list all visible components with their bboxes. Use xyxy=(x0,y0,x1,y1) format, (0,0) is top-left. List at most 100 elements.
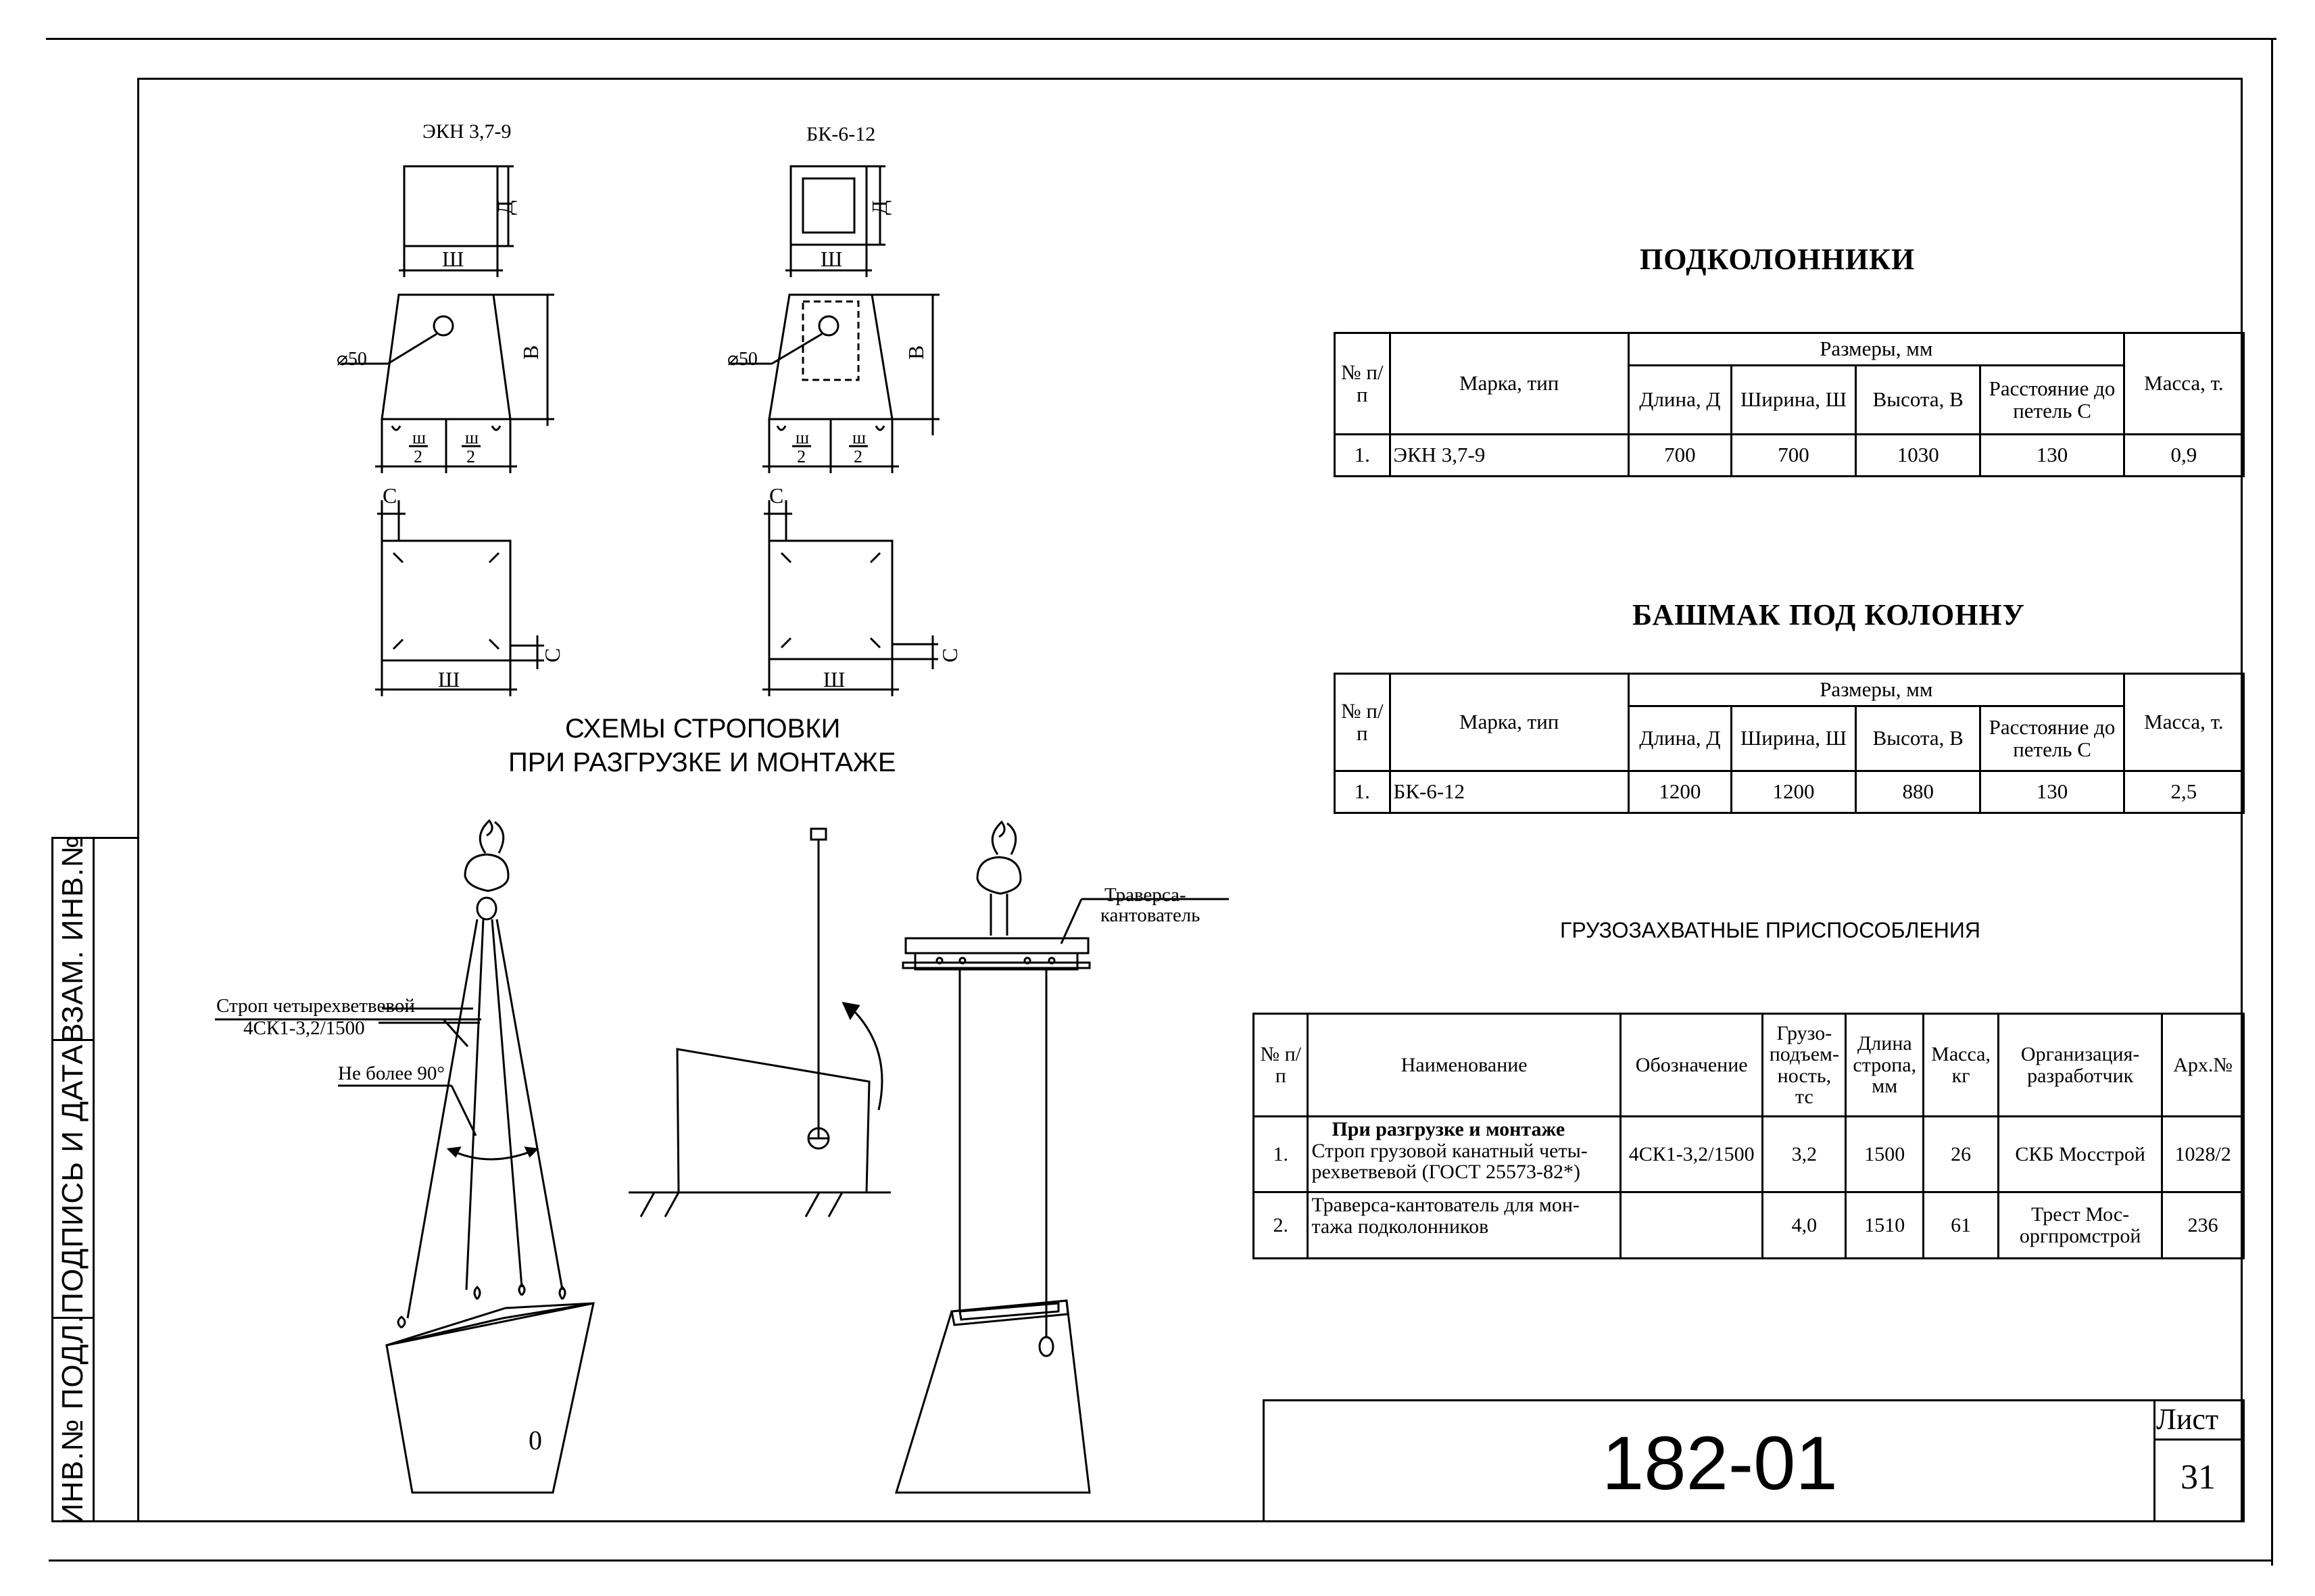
bk-dim-c-side: С xyxy=(937,648,962,662)
bk-half-num-left: ш xyxy=(796,428,809,448)
dev-header-num: № п/п xyxy=(1252,1013,1309,1117)
document-code: 182-01 xyxy=(1602,1421,1838,1505)
dev-row1-designation: 4СК1-3,2/1500 xyxy=(1619,1115,1764,1193)
bash-cell-len: 1200 xyxy=(1627,770,1732,814)
dev-row2-org: Трест Мос-оргпромстрой xyxy=(1997,1191,2164,1259)
bk-half-num-right: ш xyxy=(852,428,866,448)
top-border-line xyxy=(46,38,2276,40)
dev-row1-capacity: 3,2 xyxy=(1761,1115,1847,1193)
dev-row1-org: СКБ Мосстрой xyxy=(1997,1115,2164,1193)
ekn-dim-v: В xyxy=(518,345,543,360)
ekn-top-view xyxy=(403,165,499,247)
bash-header-mass: Масса, т. xyxy=(2122,673,2245,772)
bashmak-table: № п/п Марка, тип Размеры, мм Масса, т. Д… xyxy=(1334,673,2245,814)
ekn-half-den-left: 2 xyxy=(414,447,422,466)
devices-table: № п/п Наименование Обозначение Грузо-под… xyxy=(1252,1013,2245,1259)
sling-label-line2: 4СК1-3,2/1500 xyxy=(243,1017,365,1039)
table-row: 2. Траверса-кантователь для мон-тажа под… xyxy=(1252,1191,2245,1259)
bash-header-wid: Ширина, Ш xyxy=(1730,705,1857,772)
bk-dim-d: Д xyxy=(867,200,892,215)
ekn-dim-d: Д xyxy=(493,200,517,215)
bk-dim-sh-bottom: Ш xyxy=(823,667,845,692)
scheme-caption-line2: ПРИ РАЗГРУЗКЕ И МОНТАЖЕ xyxy=(508,748,896,777)
bottom-border-line xyxy=(49,1559,2272,1562)
ekn-half-den-right: 2 xyxy=(466,447,475,466)
dev-header-name: Наименование xyxy=(1307,1013,1622,1117)
dev-row1-arch: 1028/2 xyxy=(2161,1115,2245,1193)
bk-dim-sh-top: Ш xyxy=(821,247,842,271)
dev-header-length: Длина стропа, мм xyxy=(1845,1013,1925,1117)
title-block-divider xyxy=(2153,1399,2155,1522)
bk-side-view xyxy=(768,293,894,420)
bk-dim-v: В xyxy=(904,345,928,360)
table-row: 1. ЭКН 3,7-9 700 700 1030 130 0,9 xyxy=(1334,433,2245,477)
podk-cell-len: 700 xyxy=(1627,433,1732,477)
ekn-dim-c-top: С xyxy=(383,483,397,508)
bash-cell-mark: БК-6-12 xyxy=(1388,770,1630,814)
podkolonniki-table: № п/п Марка, тип Размеры, мм Масса, т. Д… xyxy=(1334,332,2245,477)
dev-section-title: При разгрузке и монтаже xyxy=(1332,1118,1565,1140)
dev-row2-length: 1510 xyxy=(1845,1191,1925,1259)
bash-header-mark: Марка, тип xyxy=(1388,673,1630,772)
podk-cell-hei: 1030 xyxy=(1855,433,1982,477)
ekn-dim-sh-top: Ш xyxy=(442,247,464,271)
table-row: 1. При разгрузке и монтаже Строп грузово… xyxy=(1252,1115,2245,1193)
dev-header-arch: Арх.№ xyxy=(2161,1013,2245,1117)
bash-cell-hei: 880 xyxy=(1855,770,1982,814)
ekn-dim-sh-bottom: Ш xyxy=(438,667,460,692)
podk-header-mark: Марка, тип xyxy=(1388,332,1630,435)
angle-label: Не более 90° xyxy=(338,1063,445,1084)
traverse-label-line2: кантователь xyxy=(1100,904,1200,926)
sheet-number: 31 xyxy=(2180,1458,2216,1497)
podkolonniki-title: ПОДКОЛОННИКИ xyxy=(1640,243,1916,276)
podk-header-wid: Ширина, Ш xyxy=(1730,364,1857,435)
podk-header-hei: Высота, В xyxy=(1855,364,1982,435)
sheet-label: Лист xyxy=(2156,1403,2219,1436)
dev-row1-name-cell: При разгрузке и монтаже Строп грузовой к… xyxy=(1307,1115,1622,1193)
ekn-plan-view xyxy=(381,539,512,662)
bk-dim-c-top: С xyxy=(769,483,783,508)
podk-cell-mass: 0,9 xyxy=(2122,433,2245,477)
bk-title: БК-6-12 xyxy=(806,123,875,145)
dev-row2-arch: 236 xyxy=(2161,1191,2245,1259)
bash-header-hei: Высота, В xyxy=(1855,705,1982,772)
four-leg-sling-scheme xyxy=(379,819,595,1494)
scheme-caption-line1: СХЕМЫ СТРОПОВКИ xyxy=(565,714,841,744)
podk-cell-wid: 700 xyxy=(1730,433,1857,477)
dev-row2-name: Траверса-кантователь для мон-тажа подкол… xyxy=(1307,1191,1622,1259)
bk-half-den-right: 2 xyxy=(854,447,862,466)
ekn-title: ЭКН 3,7-9 xyxy=(422,120,511,143)
ekn-half-num-left: ш xyxy=(412,428,426,448)
bash-header-len: Длина, Д xyxy=(1627,705,1732,772)
bash-header-sizes: Размеры, мм xyxy=(1627,673,2125,707)
traverse-label-line1: Траверса- xyxy=(1104,884,1186,906)
dev-header-capacity: Грузо-подъем-ность, тс xyxy=(1761,1013,1847,1117)
ekn-dim-c-side: С xyxy=(540,648,564,662)
devices-title: ГРУЗОЗАХВАТНЫЕ ПРИСПОСОБЛЕНИЯ xyxy=(1560,918,1981,942)
bash-cell-mass: 2,5 xyxy=(2122,770,2245,814)
title-block xyxy=(1263,1399,2245,1522)
traverse-scheme xyxy=(894,820,1229,1494)
podk-header-num: № п/п xyxy=(1334,332,1391,435)
podk-cell-num: 1. xyxy=(1334,433,1391,477)
bash-cell-num: 1. xyxy=(1334,770,1391,814)
block-mark: 0 xyxy=(529,1425,542,1455)
bash-header-dist: Расстояние до петель С xyxy=(1979,705,2125,772)
podk-header-len: Длина, Д xyxy=(1627,364,1732,435)
dev-row1-name: Строп грузовой канатный четы-рехветвевой… xyxy=(1311,1139,1588,1183)
bash-cell-dist: 130 xyxy=(1979,770,2125,814)
sling-label-line1: Строп четырехветвевой xyxy=(216,995,415,1017)
bk-diameter: ⌀50 xyxy=(727,349,758,370)
tilting-scheme xyxy=(629,827,891,1217)
dev-row2-designation xyxy=(1619,1191,1764,1259)
bashmak-title: БАШМАК ПОД КОЛОННУ xyxy=(1632,598,2025,631)
sidebar-spacer-column xyxy=(93,837,139,1522)
dev-header-mass: Масса, кг xyxy=(1922,1013,2000,1117)
podk-cell-mark: ЭКН 3,7-9 xyxy=(1388,433,1630,477)
table-row: 1. БК-6-12 1200 1200 880 130 2,5 xyxy=(1334,770,2245,814)
ekn-diameter: ⌀50 xyxy=(337,349,367,370)
dev-row1-num: 1. xyxy=(1252,1115,1309,1193)
podk-header-dist: Расстояние до петель С xyxy=(1979,364,2125,435)
ekn-side-view xyxy=(381,293,512,420)
